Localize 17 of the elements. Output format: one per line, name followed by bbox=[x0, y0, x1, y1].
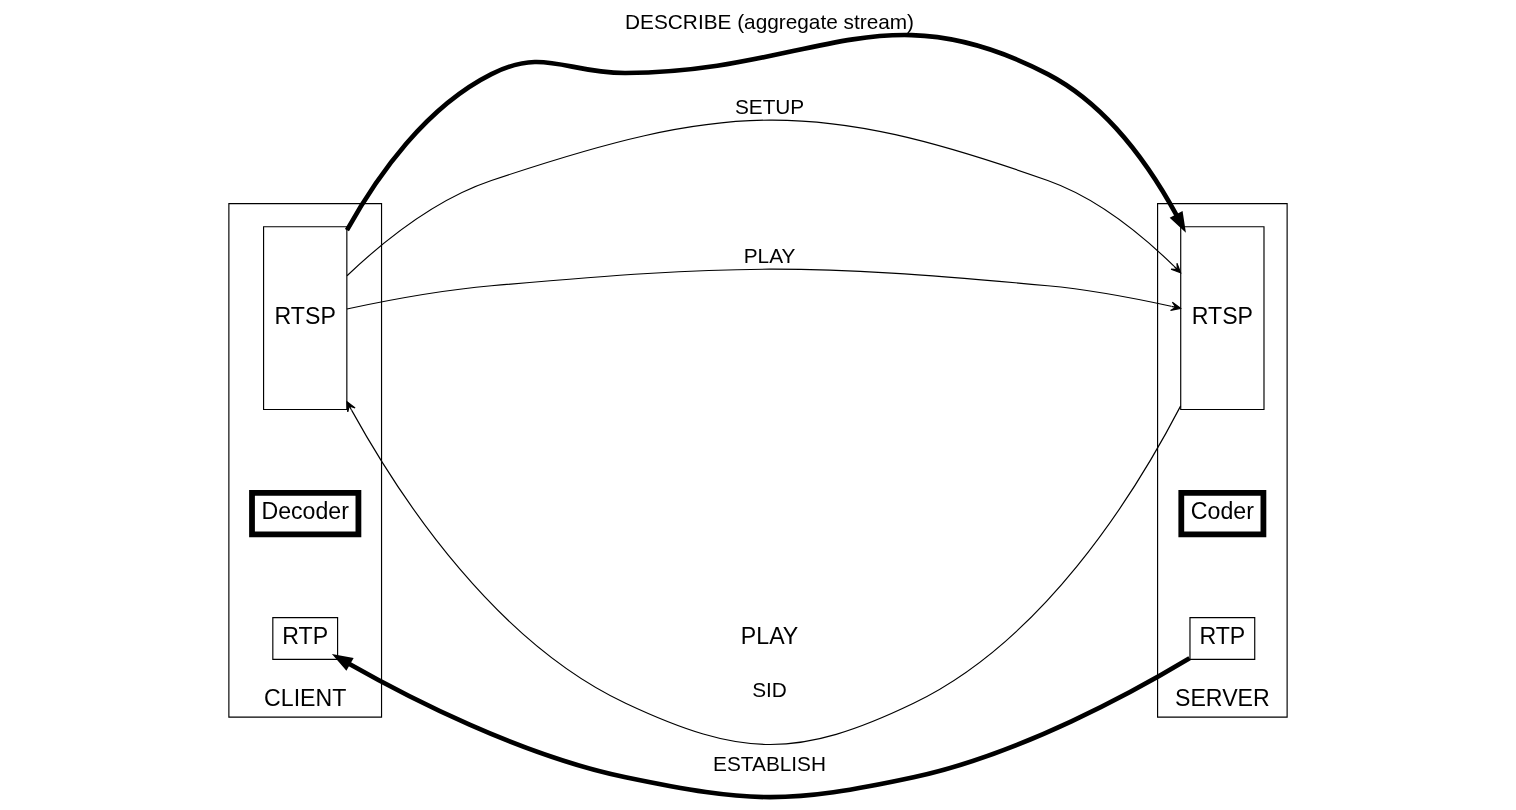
arrow bbox=[331, 654, 1191, 800]
node-box: RTP bbox=[272, 617, 339, 660]
node-box: RTSP bbox=[1180, 226, 1265, 411]
label: PLAY bbox=[740, 623, 799, 650]
edge-label: SETUP bbox=[734, 94, 805, 118]
node-box: RTP bbox=[1189, 617, 1256, 660]
arrow bbox=[346, 119, 1182, 277]
edge-label: DESCRIBE (aggregate stream) bbox=[625, 10, 915, 34]
arrow bbox=[344, 32, 1186, 233]
edge-label: PLAY bbox=[743, 244, 796, 268]
arrow bbox=[346, 401, 1182, 746]
arrow bbox=[346, 268, 1182, 311]
node-box: Decoder bbox=[249, 489, 362, 538]
node-box: RTSP bbox=[263, 226, 348, 411]
edge-label: ESTABLISH bbox=[713, 751, 827, 775]
node-box: Coder bbox=[1178, 489, 1267, 538]
edge-label: SID bbox=[752, 677, 787, 701]
